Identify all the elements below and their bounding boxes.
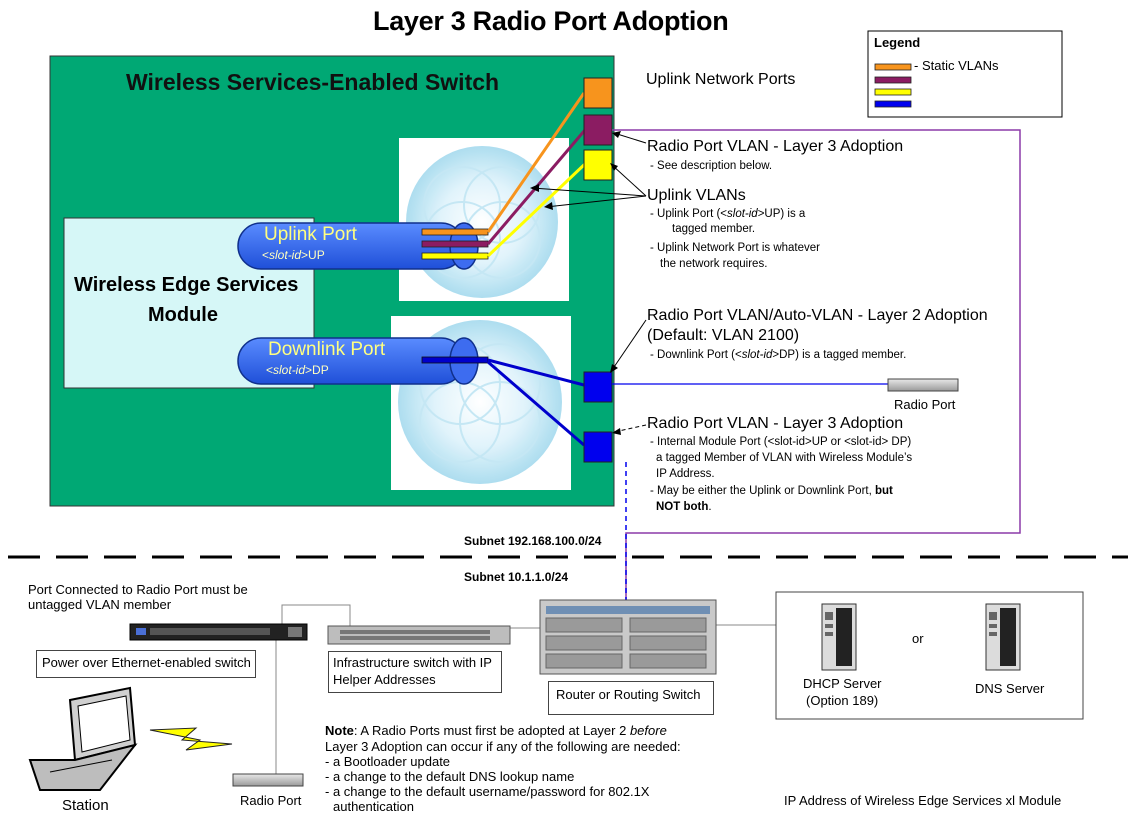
poe-switch-device <box>129 623 308 641</box>
uplink-vlans-line3: - Uplink Network Port is whatever <box>650 242 820 254</box>
uplink-vlans-line1: - Uplink Port (<slot-id>UP) is a <box>650 208 806 220</box>
module-label-line1: Wireless Edge Services <box>74 274 299 296</box>
infra-switch-label-box <box>328 651 502 693</box>
radio-port-top-device <box>887 378 959 392</box>
yellow-port <box>583 149 613 181</box>
uplink-network-ports-label: Uplink Network Ports <box>646 71 796 88</box>
radio-vlan-l2-line1: - Downlink Port (<slot-id>DP) is a tagge… <box>650 349 907 361</box>
infra-switch-device <box>327 625 511 645</box>
note-line2: Layer 3 Adoption can occur if any of the… <box>325 739 681 754</box>
subnet-upper-label: Subnet 192.168.100.0/24 <box>464 534 602 548</box>
dhcp-label-line2: (Option 189) <box>806 693 879 708</box>
ip-address-caption: IP Address of Wireless Edge Services xl … <box>784 793 1062 808</box>
router-label: Router or Routing Switch <box>556 687 701 702</box>
legend-static-vlans: - Static VLANs <box>914 58 999 73</box>
infra-switch-line2: Helper Addresses <box>333 672 436 687</box>
port-connected-line2: untagged VLAN member <box>28 597 172 612</box>
downlink-port-sub: <slot-id>DP <box>266 363 329 377</box>
router-label-box <box>548 681 714 715</box>
uplink-vlans-line2: tagged member. <box>672 223 756 235</box>
legend-title: Legend <box>874 35 921 50</box>
radio-vlan-l3-bottom-heading: Radio Port VLAN - Layer 3 Adoption <box>647 415 904 432</box>
port-connected-line1: Port Connected to Radio Port must be <box>28 582 248 597</box>
legend-swatch-purple <box>874 76 912 84</box>
radio-vlan-l3-bottom-line3: IP Address. <box>656 468 715 480</box>
subnet-lower-label: Subnet 10.1.1.0/24 <box>464 570 569 584</box>
switch-title: Wireless Services-Enabled Switch <box>126 69 500 95</box>
uplink-purple-bar <box>421 240 489 248</box>
uplink-vlans-line4: the network requires. <box>660 258 768 270</box>
purple-port <box>583 114 613 146</box>
uplink-yellow-bar <box>421 252 489 260</box>
legend-swatch-yellow <box>874 88 912 96</box>
radio-vlan-l3-bottom-line1: - Internal Module Port (<slot-id>UP or <… <box>650 436 912 448</box>
radio-vlan-l3-bottom-line2: a tagged Member of VLAN with Wireless Mo… <box>656 452 913 464</box>
radio-vlan-l3-bottom-line5: NOT both. <box>656 501 712 513</box>
dns-label: DNS Server <box>975 681 1045 696</box>
uplink-orange-bar <box>421 228 489 236</box>
poe-switch-label-box <box>36 650 256 678</box>
station-label: Station <box>62 797 109 814</box>
blue-port-l2 <box>583 371 613 403</box>
uplink-port-label: Uplink Port <box>264 224 357 245</box>
radio-port-top-label: Radio Port <box>894 397 956 412</box>
legend-swatch-orange <box>874 63 912 71</box>
legend-swatch-blue <box>874 100 912 108</box>
or-label: or <box>912 631 924 646</box>
note-line4: - a change to the default DNS lookup nam… <box>325 769 575 784</box>
radio-vlan-l2-heading1: Radio Port VLAN/Auto-VLAN - Layer 2 Adop… <box>647 307 988 324</box>
radio-vlan-l3-top-line1: - See description below. <box>650 160 773 172</box>
uplink-bubble <box>406 146 558 298</box>
dns-server-icon <box>985 603 1021 671</box>
uplink-vlans-heading: Uplink VLANs <box>647 187 746 204</box>
infra-switch-line1: Infrastructure switch with IP <box>333 655 492 670</box>
note-line5: - a change to the default username/passw… <box>325 784 650 799</box>
poe-switch-label: Power over Ethernet-enabled switch <box>42 655 251 670</box>
note-line3: - a Bootloader update <box>325 754 451 769</box>
router-device <box>539 599 717 675</box>
downlink-port-label: Downlink Port <box>268 339 386 360</box>
downlink-blue-bar <box>421 356 489 364</box>
note-line1: Note: A Radio Ports must first be adopte… <box>325 723 667 738</box>
dhcp-server-icon <box>821 603 857 671</box>
radio-port-bottom-label: Radio Port <box>240 793 302 808</box>
module-label-line2: Module <box>148 304 218 326</box>
radio-port-bottom-device <box>232 773 304 787</box>
radio-vlan-l3-top-heading: Radio Port VLAN - Layer 3 Adoption <box>647 138 904 155</box>
dhcp-label-line1: DHCP Server <box>803 676 882 691</box>
orange-port <box>583 77 613 109</box>
uplink-port-sub: <slot-id>UP <box>262 248 325 262</box>
wireless-bolt-icon <box>149 727 233 751</box>
radio-vlan-l3-bottom-line4: - May be either the Uplink or Downlink P… <box>650 485 893 497</box>
diagram-title: Layer 3 Radio Port Adoption <box>373 6 729 36</box>
radio-vlan-l2-heading2: (Default: VLAN 2100) <box>647 327 800 344</box>
station-laptop-icon <box>28 686 138 791</box>
blue-port-l3 <box>583 431 613 463</box>
note-line6: authentication <box>333 799 414 814</box>
